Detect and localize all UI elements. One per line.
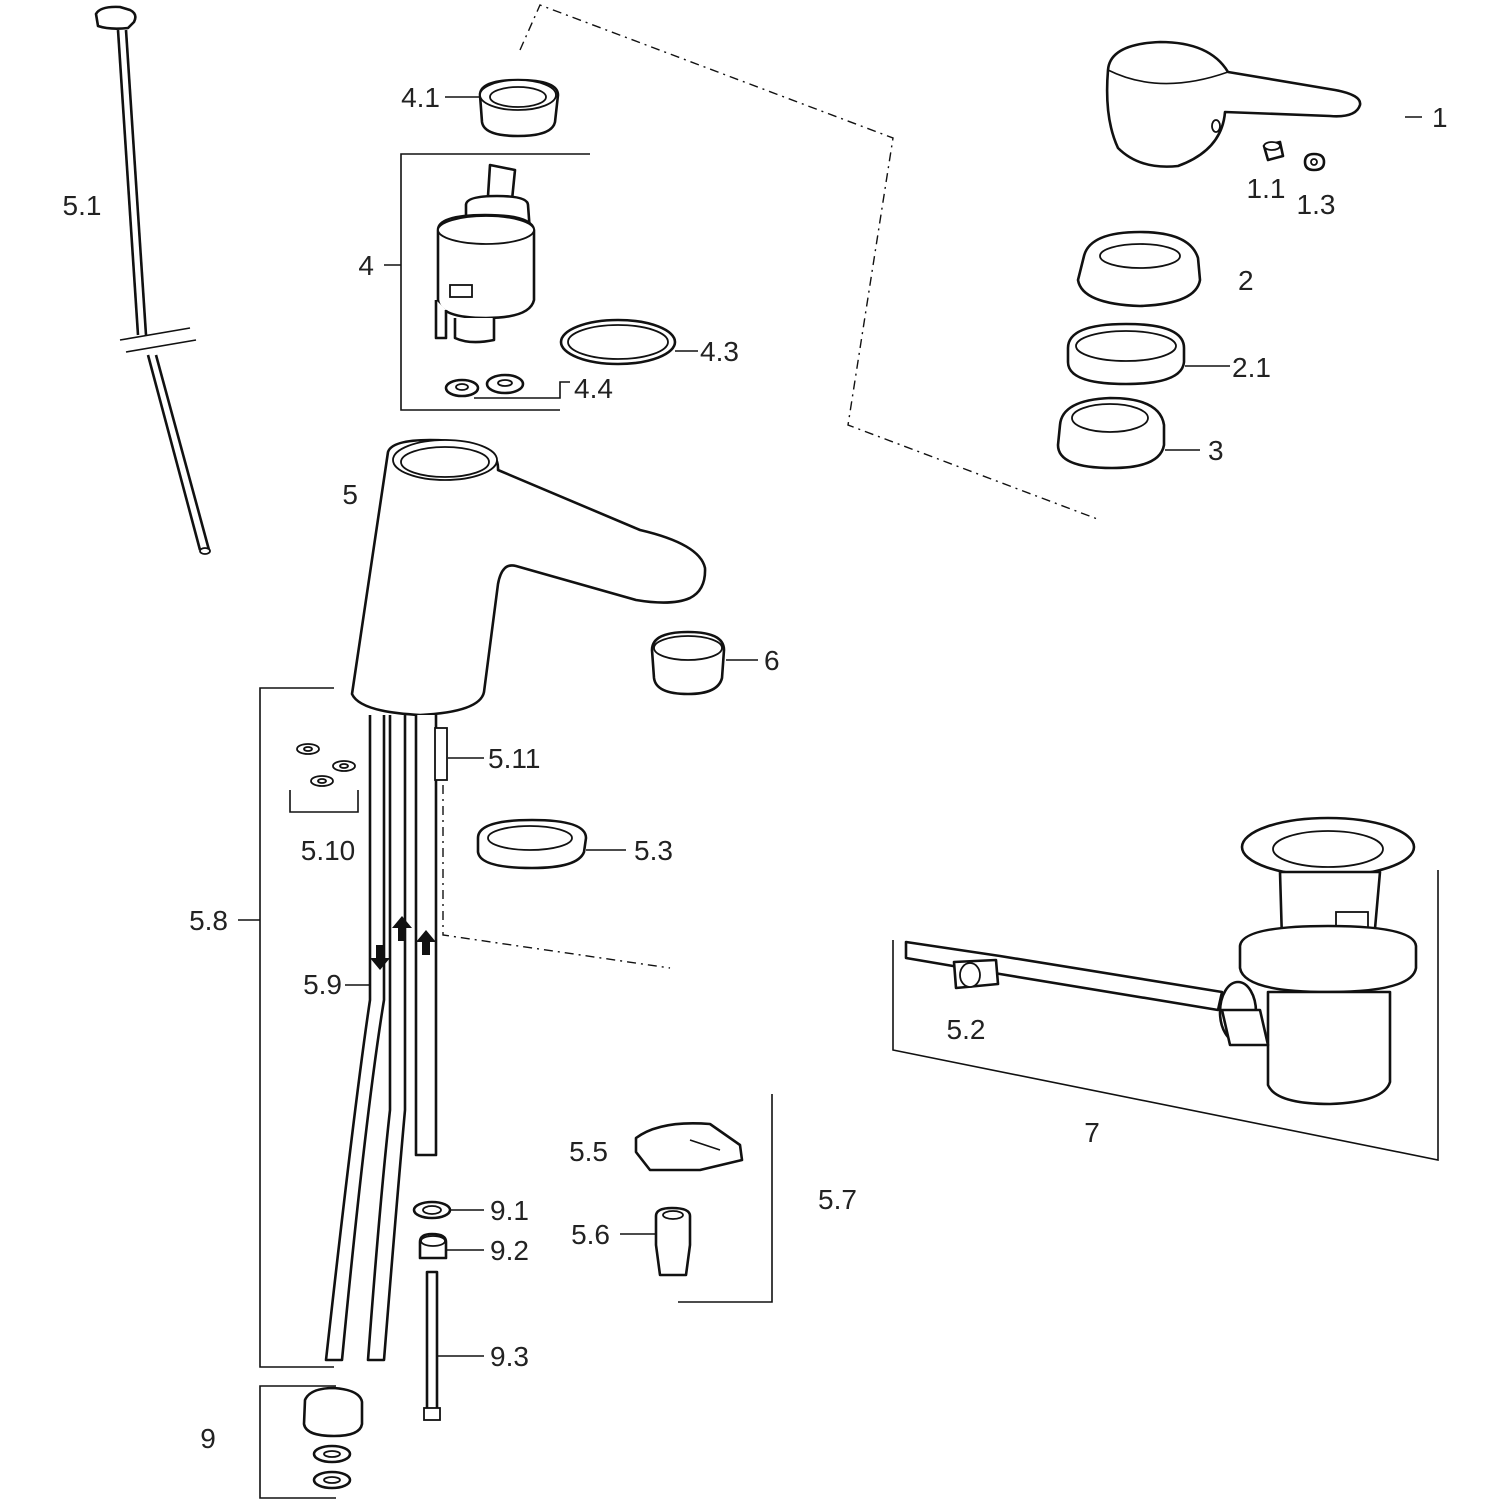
label-5-1: 5.1 [63,190,102,221]
label-4: 4 [358,250,374,281]
label-3: 3 [1208,435,1224,466]
part-supply-hoses [324,715,484,1362]
label-5: 5 [342,479,358,510]
label-2: 2 [1238,265,1254,296]
part-handle-lever [1105,40,1422,168]
label-9-1: 9.1 [490,1195,529,1226]
label-7: 7 [1084,1117,1100,1148]
part-aerator-6 [650,630,758,696]
part-o-ring-4-3 [559,318,698,366]
cartridge-group [384,153,590,411]
part-9-2 [418,1232,484,1260]
label-5-6: 5.6 [571,1219,610,1250]
label-6: 6 [764,645,780,676]
label-5-3: 5.3 [634,835,673,866]
part-nut-3 [1056,396,1200,470]
part-drain-7 [892,816,1439,1161]
labels: 1 1.1 1.3 2 2.1 3 4 4.1 4.3 4.4 5 5.1 5.… [63,82,1448,1454]
part-screw-1-1 [1262,140,1285,162]
label-4-3: 4.3 [700,336,739,367]
part-group-9 [259,1385,364,1499]
label-5-2: 5.2 [947,1014,986,1045]
label-2-1: 2.1 [1232,352,1271,383]
part-lift-rod [94,5,211,555]
label-5-11: 5.11 [488,743,540,774]
label-4-1: 4.1 [401,82,440,113]
bracket-5-8 [259,687,334,1368]
label-5-7: 5.7 [818,1184,857,1215]
label-9-2: 9.2 [490,1235,529,1266]
label-9-3: 9.3 [490,1341,529,1372]
part-spacer-5-3 [476,818,626,870]
label-5-8: 5.8 [189,905,228,936]
label-1-3: 1.3 [1297,189,1336,220]
label-5-9: 5.9 [303,969,342,1000]
label-9: 9 [200,1423,216,1454]
part-faucet-body [350,438,707,717]
label-5-5: 5.5 [569,1136,608,1167]
label-1: 1 [1432,102,1448,133]
dashed-boundary-upper [519,4,1101,521]
part-cap-1-3 [1303,152,1326,172]
part-washers-5-10 [289,743,359,813]
label-4-4: 4.4 [574,373,613,404]
part-cover-2 [1076,230,1202,308]
part-ring-4-1 [445,78,560,138]
dashed-boundary-lower [442,785,671,969]
part-9-1 [412,1200,484,1220]
part-9-3 [423,1270,484,1421]
mounting-group-5-7 [620,1094,773,1303]
label-5-10: 5.10 [301,835,356,866]
part-seals-4-4 [444,373,570,399]
part-clip-ring-2-1 [1066,322,1230,386]
label-1-1: 1.1 [1247,173,1286,204]
